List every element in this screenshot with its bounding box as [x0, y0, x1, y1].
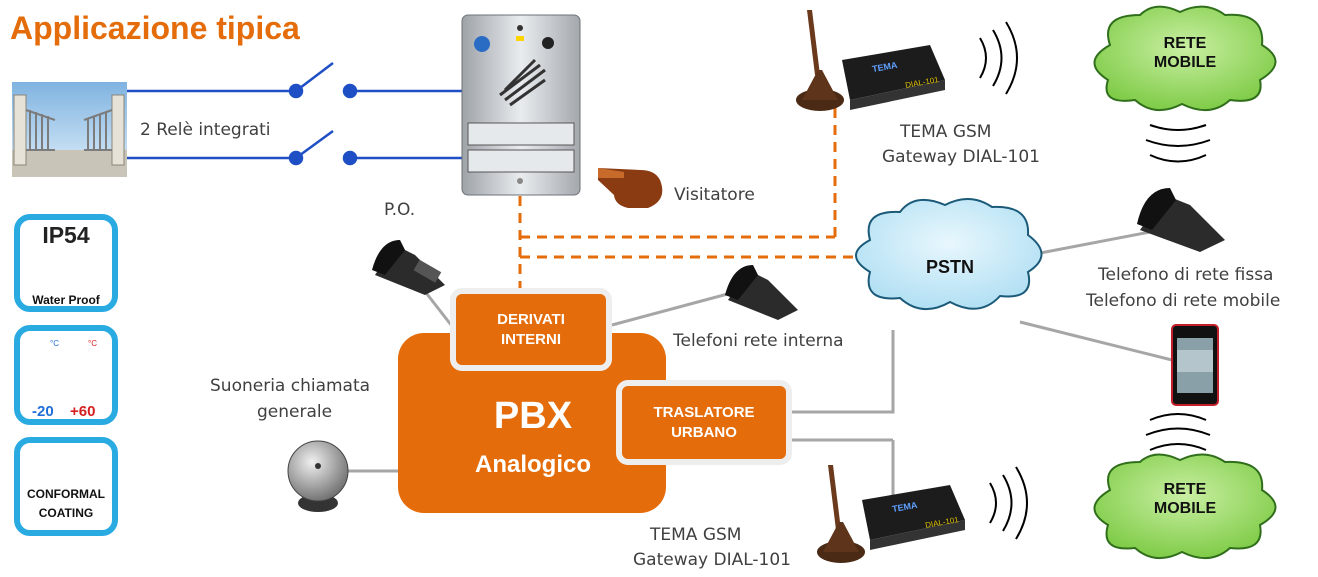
rete-mobile-bottom-text: RETE MOBILE: [1150, 480, 1220, 518]
visitor-label: Visitatore: [674, 185, 755, 205]
ip54-badge: IP54 Water Proof: [14, 214, 118, 312]
coating-label: COATING: [38, 506, 94, 520]
gsm-gateway-bottom: [817, 465, 965, 563]
po-label: P.O.: [384, 200, 416, 220]
intercom-panel: [461, 14, 581, 196]
fixed-phone-label: Telefono di rete fissa: [1098, 265, 1274, 285]
traslatore-line2: URBANO: [671, 423, 737, 441]
rete-mobile-top-line1: RETE: [1163, 35, 1207, 52]
pbx-title: PBX: [493, 395, 573, 437]
smartphone: [1171, 324, 1219, 406]
pstn-text: PSTN: [925, 257, 974, 277]
ip54-title: IP54: [42, 222, 90, 248]
telephone-fixed: [1137, 188, 1225, 252]
gate-image: [12, 82, 127, 177]
derivati-line2: INTERNI: [501, 330, 561, 348]
conformal-coating-badge: CONFORMAL COATING: [14, 437, 118, 536]
gsm-gateway-top: [796, 10, 945, 111]
telephone-internal: [725, 265, 798, 320]
gray-connectors: [345, 230, 1173, 505]
mobile-phone-label: Telefono di rete mobile: [1086, 291, 1281, 311]
bell-label-line2: generale: [257, 402, 333, 422]
temp-min-label: -20: [32, 403, 54, 420]
unit-min-label: °C: [50, 339, 59, 348]
relays-label: 2 Relè integrati: [140, 120, 271, 140]
conformal-label: CONFORMAL: [27, 487, 105, 501]
radio-waves: [979, 21, 1211, 540]
relay-circuit: [127, 62, 462, 166]
internal-phones-label: Telefoni rete interna: [673, 331, 844, 351]
rete-mobile-cloud-bottom: [1093, 453, 1277, 559]
rete-mobile-bottom-line2: MOBILE: [1153, 500, 1217, 517]
bell-icon: [287, 440, 349, 512]
water-proof-label: Water Proof: [32, 293, 100, 307]
pbx-subtitle: Analogico: [474, 451, 591, 478]
traslatore-urbano-box: TRASLATORE URBANO: [616, 380, 792, 465]
telephone-po: [372, 240, 445, 295]
pstn-cloud: [855, 198, 1043, 310]
derivati-interni-box: DERIVATI INTERNI: [450, 288, 612, 371]
temperature-badge: °C °C -20 +60: [14, 325, 118, 425]
temp-max-label: +60: [70, 403, 96, 420]
gsm-bottom-label-line1: TEMA GSM: [650, 525, 742, 545]
derivati-line1: DERIVATI: [497, 310, 565, 328]
gsm-top-label-line2: Gateway DIAL-101: [882, 147, 1040, 167]
dashed-connections: [518, 95, 875, 290]
rete-mobile-top-line2: MOBILE: [1153, 54, 1217, 71]
traslatore-line1: TRASLATORE: [653, 403, 755, 421]
bell-label-line1: Suoneria chiamata: [210, 376, 371, 396]
rete-mobile-bottom-line1: RETE: [1163, 481, 1207, 498]
gsm-top-label-line1: TEMA GSM: [900, 122, 992, 142]
unit-max-label: °C: [88, 339, 97, 348]
pointing-hand-icon: [598, 168, 663, 208]
gsm-bottom-label-line2: Gateway DIAL-101: [633, 550, 791, 570]
page-title: Applicazione tipica: [10, 10, 300, 46]
rete-mobile-cloud-top: [1093, 5, 1277, 111]
rete-mobile-top-text: RETE MOBILE: [1150, 34, 1220, 72]
